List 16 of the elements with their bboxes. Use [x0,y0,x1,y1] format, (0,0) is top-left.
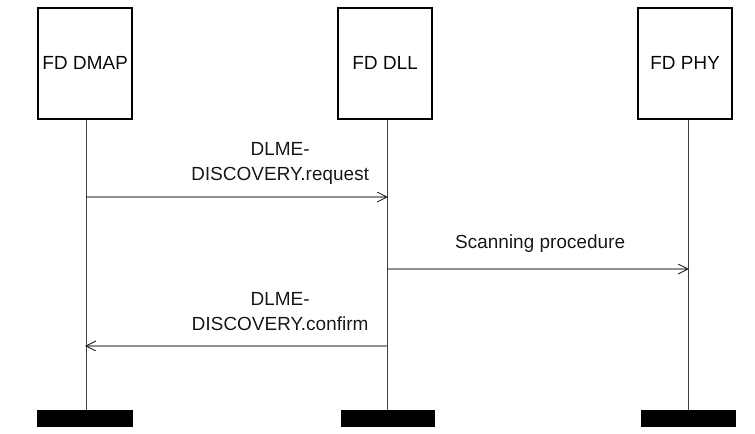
lifeline-box [637,7,733,120]
lifeline [386,120,388,410]
message-arrow [386,264,688,274]
message-arrow [86,340,388,352]
lifeline-end-bar [37,410,133,427]
actor-name: FD DMAP [42,52,128,74]
message-arrow [86,192,388,202]
actor-name: FD PHY [650,52,720,74]
lifeline-end-bar [641,410,736,427]
actor-name: FD DLL [352,52,418,74]
message-label: DLME- DISCOVERY.request [190,138,370,187]
lifeline-end-bar [341,410,435,427]
message-label: DLME- DISCOVERY.confirm [190,288,370,337]
message-label: Scanning procedure [454,231,626,255]
lifeline-box [337,7,433,120]
lifeline-box [37,7,133,120]
